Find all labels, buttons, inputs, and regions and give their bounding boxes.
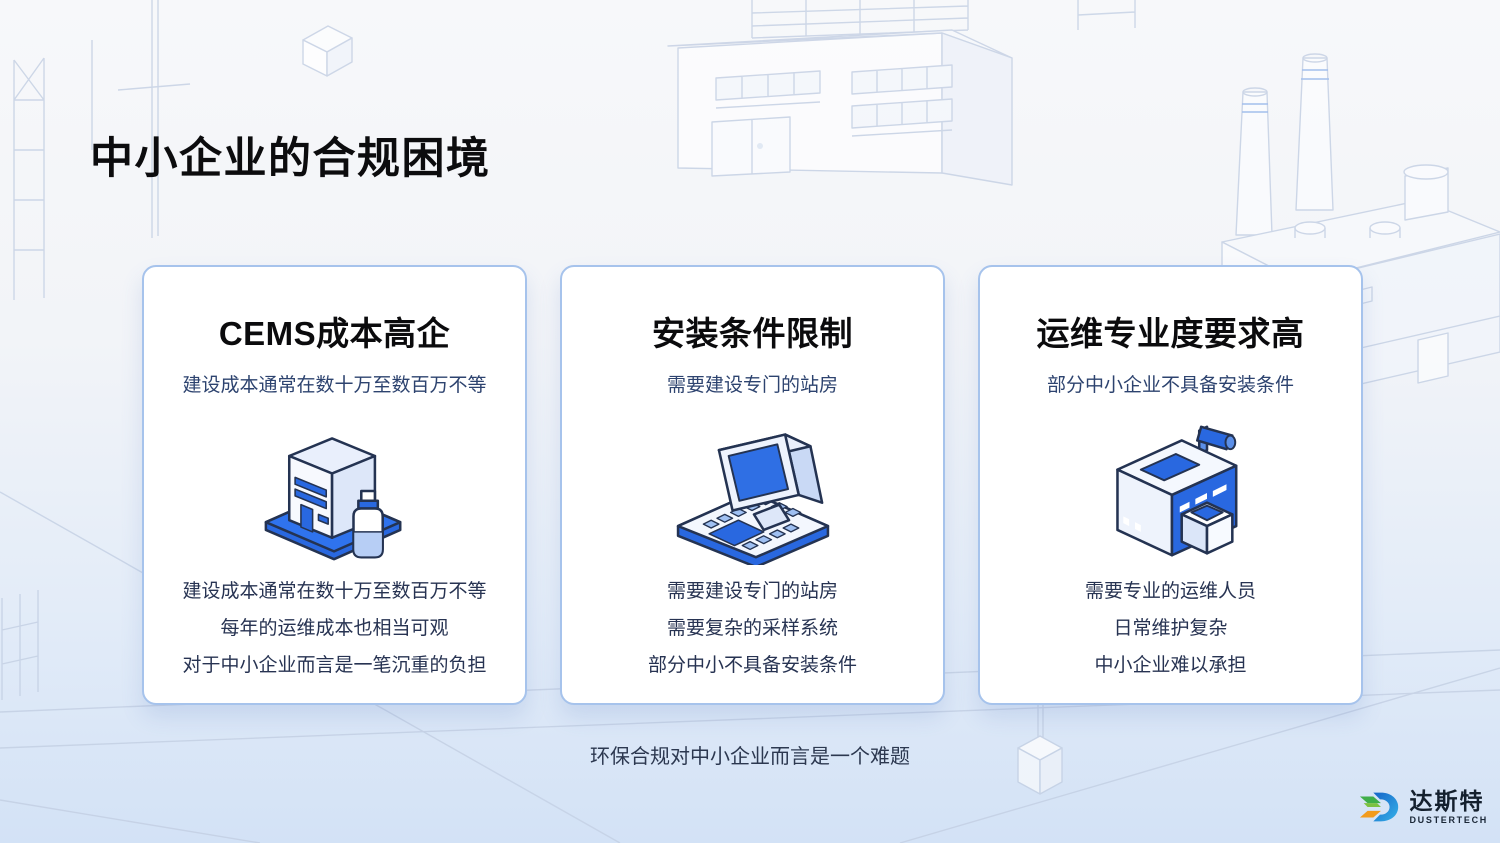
card-line: 需要建设专门的站房 [666,581,838,602]
card-title: CEMS成本高企 [218,315,451,352]
footer-caption: 环保合规对中小企业而言是一个难题 [590,746,910,768]
logo-name-cn: 达斯特 [1409,787,1485,814]
company-logo: 达斯特 DUSTERTECH [1358,786,1488,828]
card-line: 需要专业的运维人员 [1084,581,1256,602]
card-cems-cost: CEMS成本高企 建设成本通常在数十万至数百万不等 [142,265,527,705]
card-line: 每年的运维成本也相当可观 [220,618,449,639]
dustertech-logo-icon [1360,792,1399,822]
card-line: 中小企业难以承担 [1094,655,1247,676]
card-line: 需要复杂的采样系统 [666,618,838,639]
card-title: 安装条件限制 [652,315,853,352]
card-line: 日常维护复杂 [1113,618,1228,639]
server-cabinet-and-reagent-bottle-icon [250,419,420,565]
monitor-and-keyboard-icon [668,419,838,565]
logo-name-en: DUSTERTECH [1409,814,1488,825]
card-body: 需要专业的运维人员 日常维护复杂 中小企业难以承担 [1085,573,1256,684]
card-line: 建设成本通常在数十万至数百万不等 [182,581,487,602]
page-title: 中小企业的合规困境 [90,135,491,183]
card-line: 对于中小企业而言是一笔沉重的负担 [182,655,487,676]
card-installation-limits: 安装条件限制 需要建设专门的站房 [560,265,945,705]
card-line: 部分中小不具备安装条件 [647,655,857,676]
logo-text: 达斯特 DUSTERTECH [1409,787,1488,825]
factory-building-icon [1086,419,1256,565]
card-body: 建设成本通常在数十万至数百万不等 每年的运维成本也相当可观 对于中小企业而言是一… [182,573,486,684]
card-subtitle: 部分中小企业不具备安装条件 [1046,375,1294,396]
card-body: 需要建设专门的站房 需要复杂的采样系统 部分中小不具备安装条件 [648,573,857,684]
cards-row: CEMS成本高企 建设成本通常在数十万至数百万不等 [142,265,1363,705]
card-title: 运维专业度要求高 [1036,315,1305,352]
card-subtitle: 需要建设专门的站房 [666,375,838,396]
card-subtitle: 建设成本通常在数十万至数百万不等 [182,375,487,396]
card-om-expertise: 运维专业度要求高 部分中小企业不具备安装条件 [978,265,1363,705]
